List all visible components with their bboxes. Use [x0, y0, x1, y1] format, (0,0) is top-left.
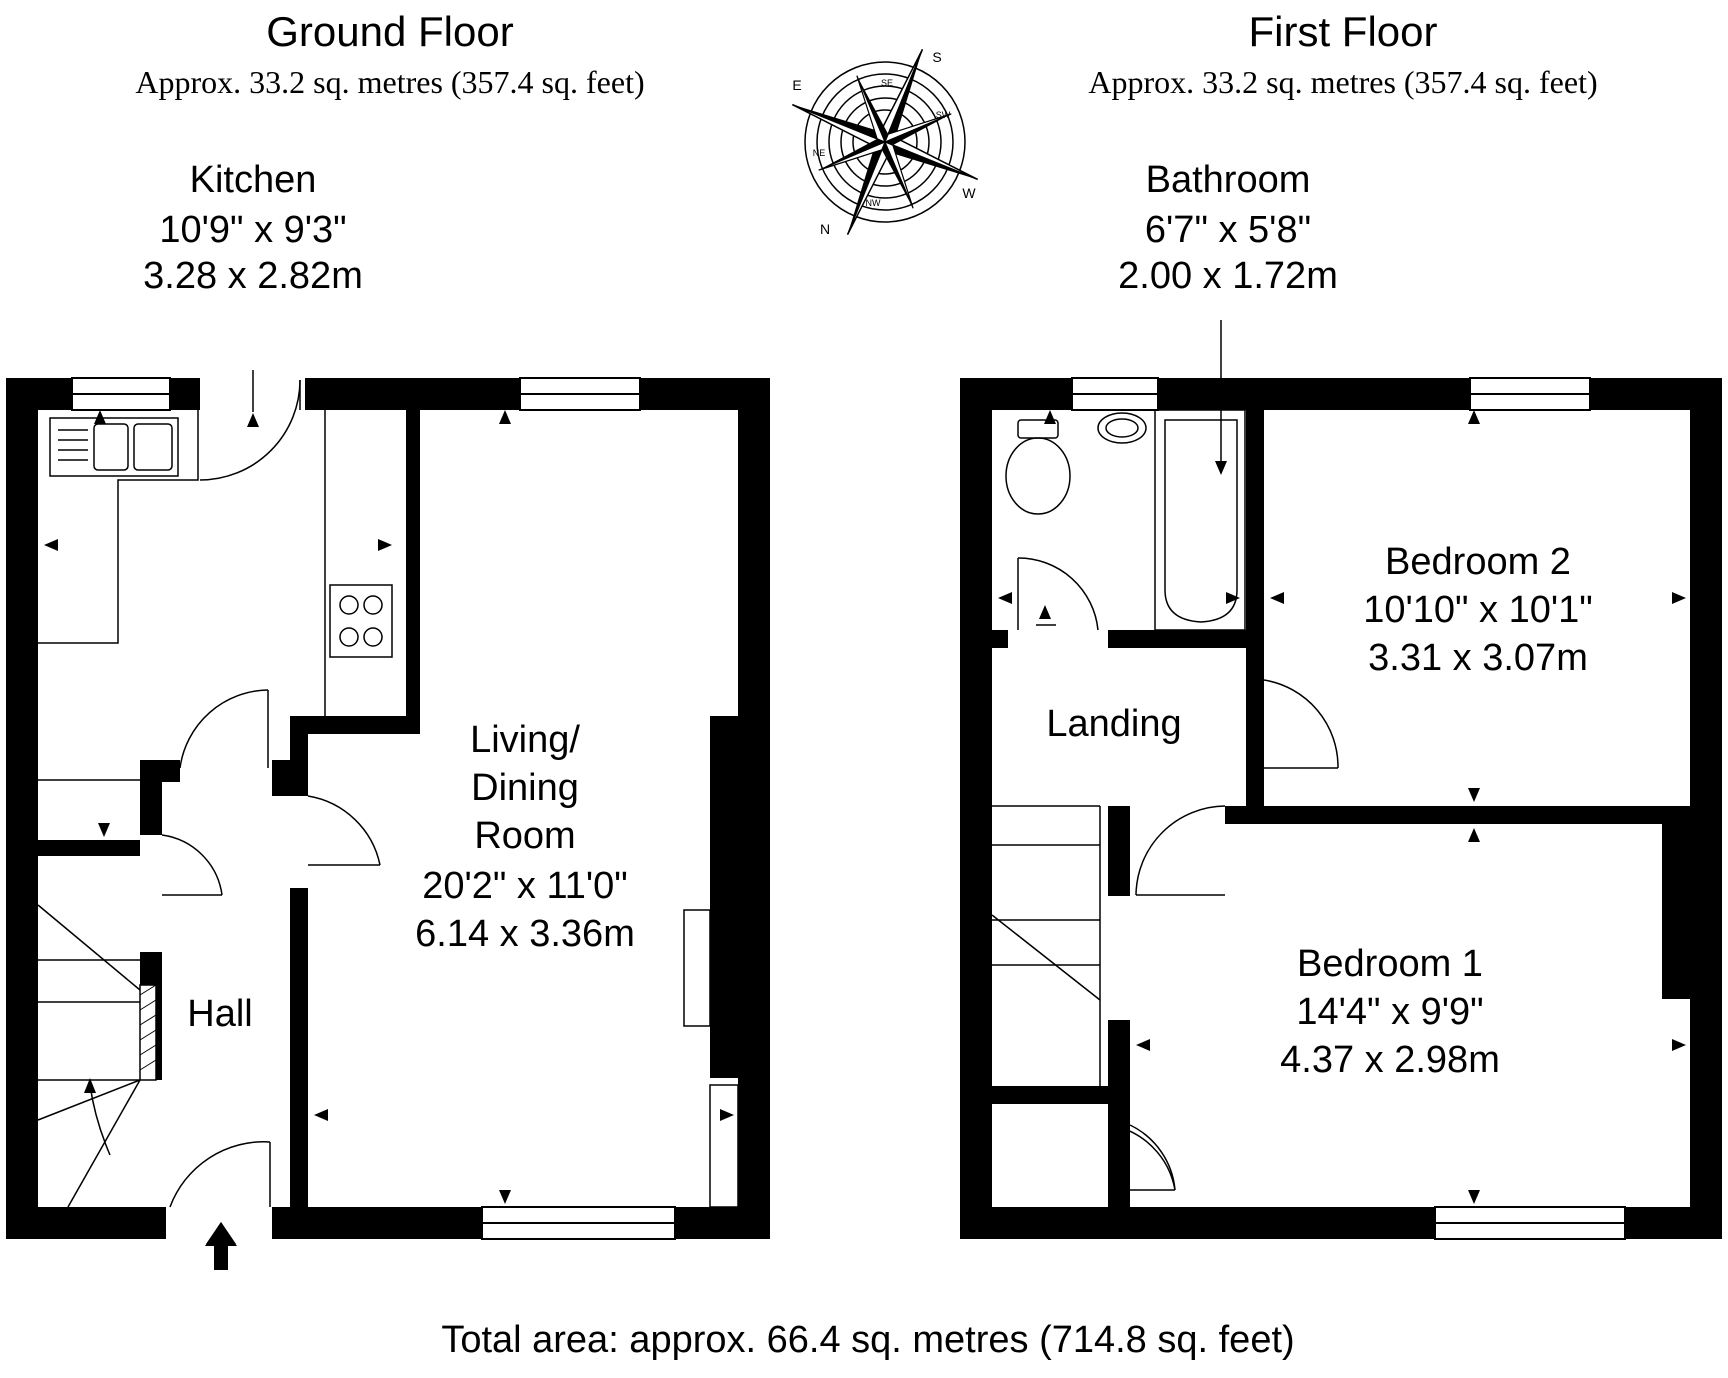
- window: [1071, 377, 1626, 1240]
- bedroom1-label: Bedroom 1: [1297, 943, 1483, 985]
- wall: [6, 378, 38, 1239]
- basin-icon: [1097, 412, 1147, 444]
- hall-label: Hall: [187, 993, 252, 1035]
- living-metric: 6.14 x 3.36m: [415, 913, 635, 955]
- living-label-2: Dining: [471, 767, 579, 809]
- dimension-arrows: [998, 410, 1686, 1204]
- compass-rose-icon: S SW W NW N NE E SE: [791, 48, 979, 237]
- compass-label-s: S: [932, 49, 941, 65]
- dimension-arrows: [44, 410, 734, 1204]
- bathroom-imperial: 6'7" x 5'8": [1145, 209, 1311, 251]
- bedroom2-metric: 3.31 x 3.07m: [1368, 637, 1588, 679]
- staircase: [991, 805, 1101, 1086]
- hob-icon: [329, 584, 393, 658]
- compass-label-n: N: [820, 221, 830, 237]
- kitchen-fittings: [38, 410, 326, 781]
- kitchen-metric: 3.28 x 2.82m: [143, 255, 363, 297]
- bedroom2-imperial: 10'10" x 10'1": [1363, 589, 1593, 631]
- bedroom1-imperial: 14'4" x 9'9": [1296, 991, 1483, 1033]
- kitchen-imperial: 10'9" x 9'3": [159, 209, 346, 251]
- window: [71, 377, 676, 1240]
- first-floor-plan: Bathroom 6'7" x 5'8" 2.00 x 1.72m Bedroo…: [960, 159, 1722, 1240]
- compass-label-ne: NE: [813, 148, 826, 158]
- living-label-3: Room: [474, 815, 575, 857]
- bathroom-label: Bathroom: [1146, 159, 1311, 201]
- ground-floor-title: Ground Floor: [266, 8, 513, 55]
- first-floor-area: Approx. 33.2 sq. metres (357.4 sq. feet): [1088, 64, 1597, 100]
- bedroom2-label: Bedroom 2: [1385, 541, 1571, 583]
- landing-label: Landing: [1046, 703, 1181, 745]
- door: [161, 379, 381, 1208]
- sink-icon: [49, 417, 179, 477]
- bath-icon: [1154, 409, 1246, 631]
- bathroom-metric: 2.00 x 1.72m: [1118, 255, 1338, 297]
- living-imperial: 20'2" x 11'0": [422, 865, 628, 907]
- compass-label-e: E: [792, 77, 801, 93]
- wall: [738, 378, 770, 1239]
- fireplace: [683, 909, 739, 1208]
- ground-floor-plan: Kitchen 10'9" x 9'3" 3.28 x 2.82m Living…: [6, 159, 770, 1270]
- staircase: [37, 904, 141, 1208]
- compass-label-sw: SW: [936, 110, 951, 120]
- compass-label-nw: NW: [866, 198, 881, 208]
- living-label-1: Living/: [470, 719, 580, 761]
- compass-label-se: SE: [881, 78, 893, 88]
- toilet-icon: [1005, 419, 1071, 515]
- compass-label-w: W: [962, 185, 976, 201]
- door: [1017, 557, 1339, 1191]
- total-area: Total area: approx. 66.4 sq. metres (714…: [441, 1319, 1294, 1361]
- first-floor-title: First Floor: [1249, 8, 1438, 55]
- ground-floor-area: Approx. 33.2 sq. metres (357.4 sq. feet): [135, 64, 644, 100]
- bedroom1-metric: 4.37 x 2.98m: [1280, 1039, 1500, 1081]
- kitchen-label: Kitchen: [190, 159, 317, 201]
